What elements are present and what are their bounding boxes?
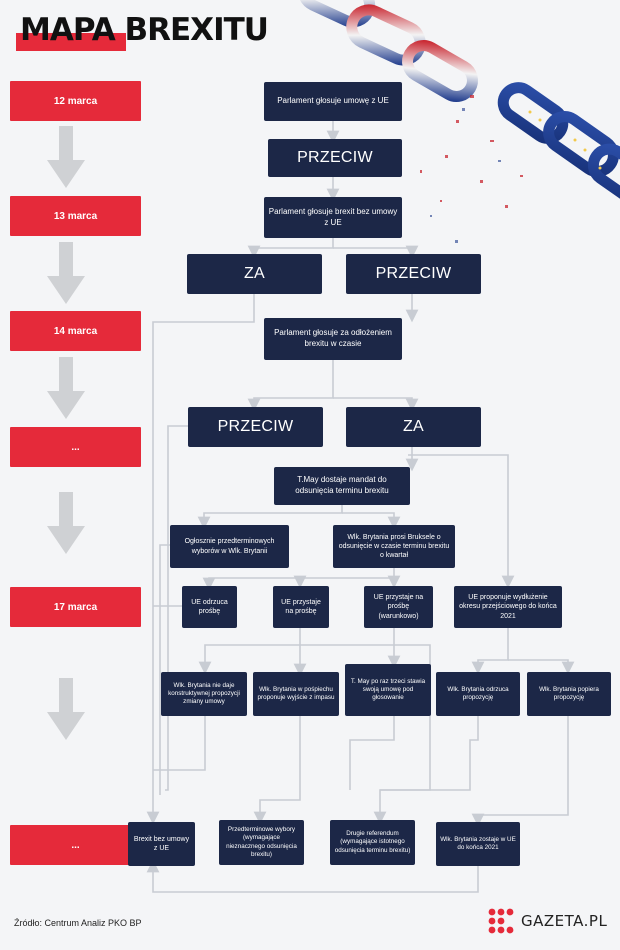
date-label: ...: [10, 825, 141, 865]
logo-text: GAZETA.PL: [521, 912, 608, 930]
node-may-third-vote: T. May po raz trzeci stawia swoją umowę …: [345, 664, 431, 716]
date-label: ...: [10, 427, 141, 467]
node-eu-accepts: UE przystaje na prośbę: [273, 586, 329, 628]
node-vote-no-deal: Parlament głosuje brexit bez umowy z UE: [264, 197, 402, 238]
node-early-elections-announce: Ogłosznie przedterminowych wyborów w Wlk…: [170, 525, 289, 568]
node-early-elections: Przedterminowe wybory (wymagające niezna…: [219, 820, 304, 865]
node-uk-hasty-exit: Wlk. Brytania w pośpiechu proponuje wyjś…: [253, 672, 339, 716]
down-arrow-icon: [47, 126, 85, 188]
node-uk-no-proposal: Wlk. Brytania nie daje konstruktywnej pr…: [161, 672, 247, 716]
node-brexit-no-deal: Brexit bez umowy z UE: [128, 822, 195, 866]
down-arrow-icon: [47, 678, 85, 740]
node-may-mandate: T.May dostaje mandat do odsunięcia termi…: [274, 467, 410, 505]
node-vote-deal: Parlament głosuje umowę z UE: [264, 82, 402, 121]
gazeta-logo-icon: [488, 908, 514, 934]
node-eu-accepts-conditional: UE przystaje na prośbę (warunkowo): [364, 586, 433, 628]
node-second-referendum: Drugie referendum (wymagające istotnego …: [330, 820, 415, 865]
page-title: MAPA BREXITU: [20, 12, 269, 48]
node-for: ZA: [187, 254, 322, 294]
chain-decoration: [297, 0, 620, 243]
date-label: 12 marca: [10, 81, 141, 121]
node-uk-stays: Wlk. Brytania zostaje w UE do końca 2021: [436, 822, 520, 866]
node-vote-delay: Parlament głosuje za odłożeniem brexitu …: [264, 318, 402, 360]
date-label: 17 marca: [10, 587, 141, 627]
title-accent-bar: [16, 33, 126, 51]
node-against: PRZECIW: [188, 407, 323, 447]
date-label: 13 marca: [10, 196, 141, 236]
node-eu-proposes-transition: UE proponuje wydłużenie okresu przejścio…: [454, 586, 562, 628]
node-uk-rejects-proposal: Wlk. Brytania odrzuca propozycję: [436, 672, 520, 716]
node-uk-asks-brussels: Wlk. Brytania prosi Bruksele o odsunięci…: [333, 525, 455, 568]
node-against: PRZECIW: [268, 139, 402, 177]
node-for: ZA: [346, 407, 481, 447]
node-against: PRZECIW: [346, 254, 481, 294]
date-label: 14 marca: [10, 311, 141, 351]
node-uk-supports-proposal: Wlk. Brytania popiera propozycję: [527, 672, 611, 716]
source-note: Źródło: Centrum Analiz PKO BP: [14, 918, 142, 928]
gazeta-logo: GAZETA.PL: [487, 907, 607, 935]
node-eu-rejects: UE odrzuca prośbę: [182, 586, 237, 628]
down-arrow-icon: [47, 492, 85, 554]
down-arrow-icon: [47, 242, 85, 304]
down-arrow-icon: [47, 357, 85, 419]
